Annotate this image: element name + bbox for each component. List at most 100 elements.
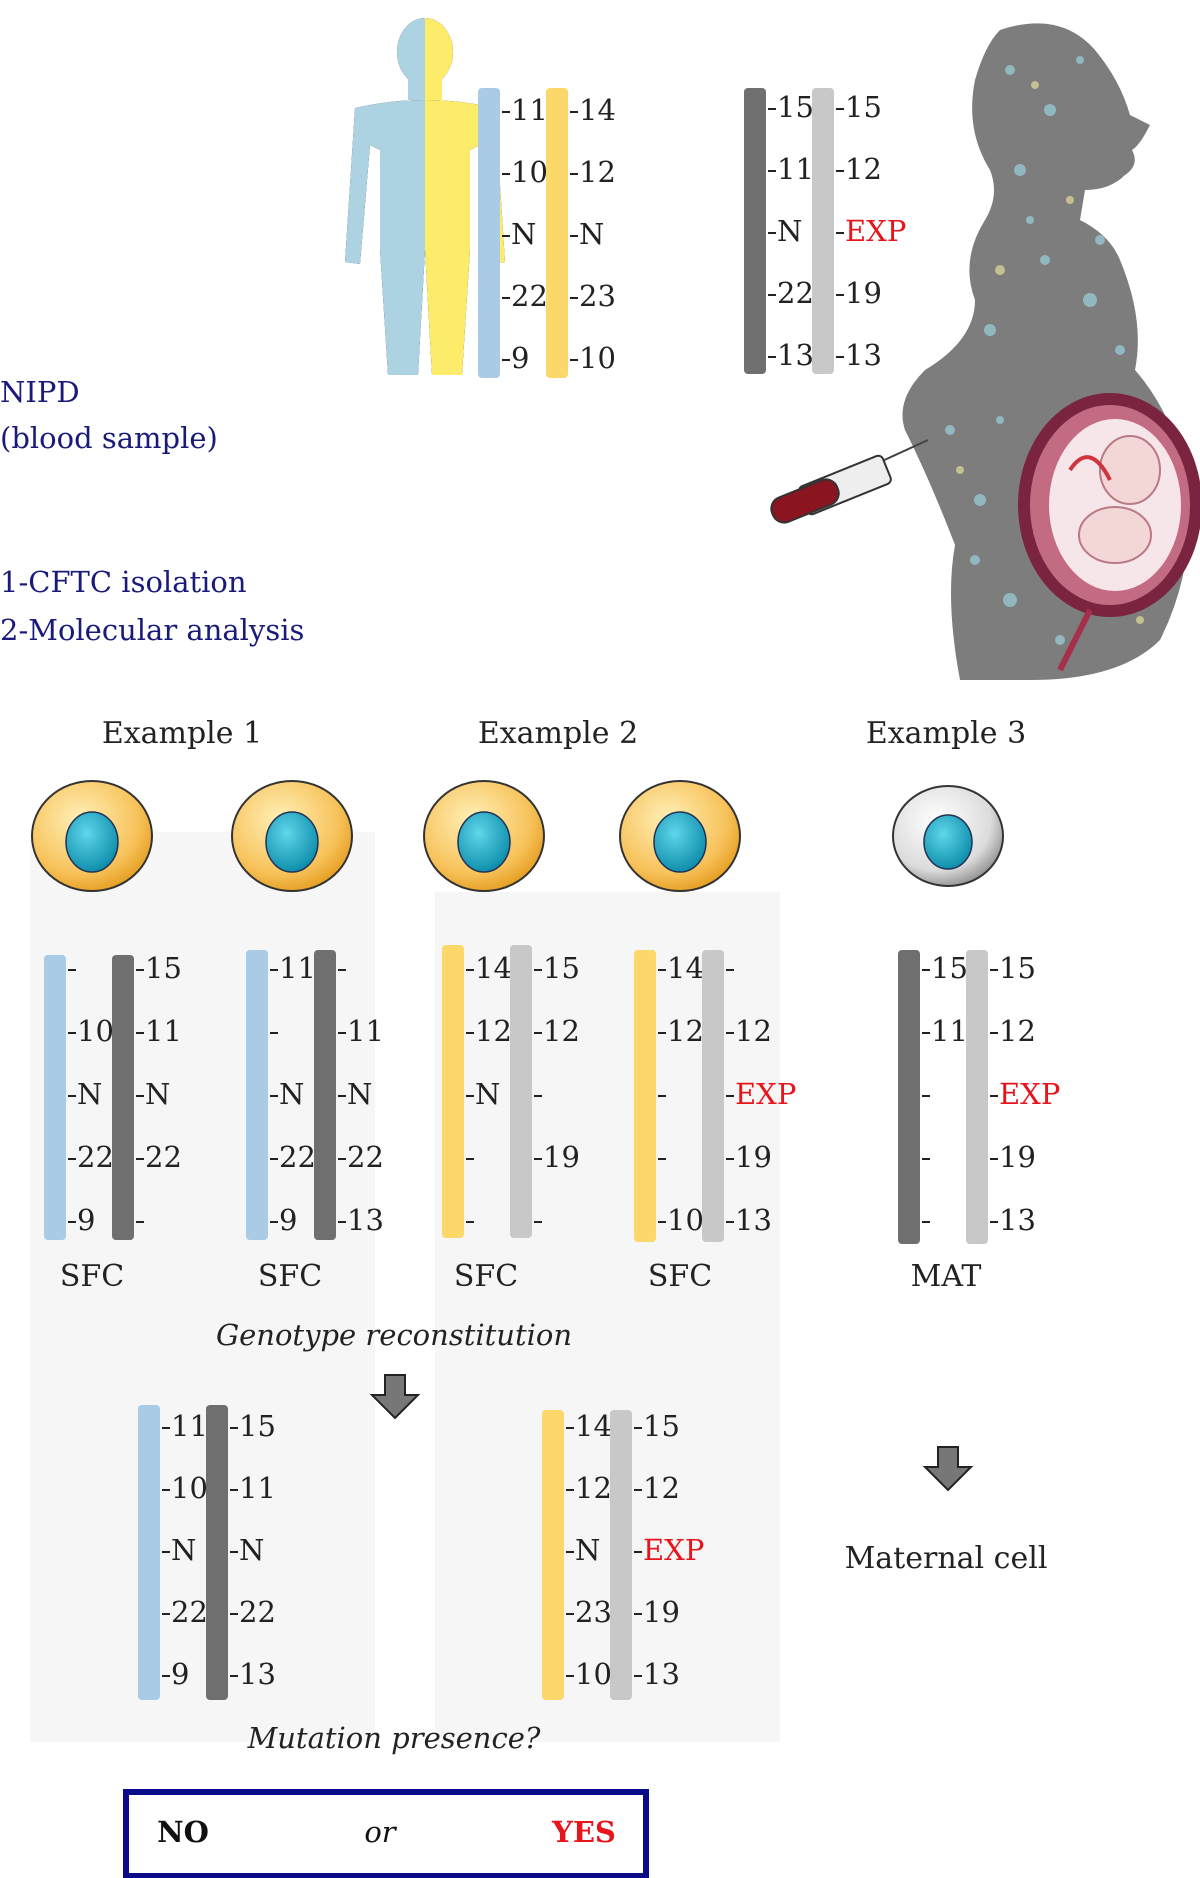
reconstructed-genotype-2-b-marker: 19 <box>643 1595 680 1629</box>
arrow-down-example-1 <box>369 1374 421 1420</box>
cell-label-5: MAT <box>911 1259 982 1294</box>
reconstructed-genotype-1-a-marker: 11 <box>171 1409 208 1443</box>
example-2-cell-1-chromosomes-b-bar <box>510 945 532 1238</box>
example-2-cell-2-chromosomes-a-bar <box>634 950 656 1242</box>
reconstructed-genotype-2-b-marker: EXP <box>643 1533 704 1567</box>
example-1-cell-2-chromosomes-a-marker: 22 <box>279 1140 316 1174</box>
father-chromosomes-a-marker: N <box>511 217 536 251</box>
reconstructed-genotype-1-b-marker: N <box>239 1533 264 1567</box>
example-1-cell-1-chromosomes-b-marker: 22 <box>145 1140 182 1174</box>
example-1-cell-1-chromosomes-a-bar <box>44 955 66 1240</box>
mother-chromosomes-b-marker: EXP <box>845 214 906 248</box>
reconstructed-genotype-2-a-marker: 23 <box>575 1595 612 1629</box>
example-2-cell-2-chromosomes-b-marker: EXP <box>735 1077 796 1111</box>
reconstructed-genotype-2-b-marker: 12 <box>643 1471 680 1505</box>
example-1-cell-2-chromosomes-b-marker: 22 <box>347 1140 384 1174</box>
genotype-reconstitution-label: Genotype reconstitution <box>216 1318 572 1352</box>
example-1-title: Example 1 <box>102 716 262 751</box>
mother-chromosomes-b-marker: 13 <box>845 338 882 372</box>
father-chromosomes-a-bar <box>478 88 500 378</box>
example-3-cell-1-chromosomes-a-bar <box>898 950 920 1244</box>
reconstructed-genotype-2-a-marker: 14 <box>575 1409 612 1443</box>
example-3-cell-1-chromosomes-b-marker: EXP <box>999 1077 1060 1111</box>
reconstructed-genotype-2-b-marker: 15 <box>643 1409 680 1443</box>
answer-yes: YES <box>551 1815 616 1849</box>
example-1-cell-2-chromosomes-b-marker: 13 <box>347 1203 384 1237</box>
fetal-cell-2 <box>231 780 353 892</box>
cell-labels: SFC SFC SFC SFC MAT <box>60 1259 982 1294</box>
father-silhouette <box>345 18 505 375</box>
example-2-cell-2-chromosomes-b-marker: 12 <box>735 1014 772 1048</box>
reconstructed-genotype-2-a-marker: 12 <box>575 1471 612 1505</box>
cell-label-4: SFC <box>648 1259 712 1294</box>
father-chromosomes-b-marker: 23 <box>579 279 616 313</box>
father-chromosomes-a-marker: 11 <box>511 93 548 127</box>
reconstructed-genotype-1-b-marker: 15 <box>239 1409 276 1443</box>
father-chromosomes-a-marker: 9 <box>511 341 529 375</box>
fetal-cell-3 <box>423 780 545 892</box>
arrow-down-example-3 <box>922 1446 974 1492</box>
father-chromosomes-b-marker: 12 <box>579 155 616 189</box>
example-1-cell-1-chromosomes-b-marker: 11 <box>145 1014 182 1048</box>
mother-chromosomes-a-bar <box>744 88 766 374</box>
example-3-cell-1-chromosomes-b-bar <box>966 950 988 1244</box>
father-chromosomes-b-marker: 14 <box>579 93 616 127</box>
mother-chromosomes-a-marker: 15 <box>777 90 814 124</box>
reconstructed-genotype-1-a-bar <box>138 1405 160 1700</box>
reconstructed-genotype-2-b-marker: 13 <box>643 1657 680 1691</box>
mother-chromosomes-b-marker: 12 <box>845 152 882 186</box>
example-1-cell-2-chromosomes-b-bar <box>314 950 336 1240</box>
example-3-cell-1-chromosomes-b-marker: 13 <box>999 1203 1036 1237</box>
example-2-cell-2-chromosomes-a-marker: 14 <box>667 951 704 985</box>
example-1-cell-2-chromosomes-a-marker: 11 <box>279 951 316 985</box>
example-1-cell-1-chromosomes-b-marker: N <box>145 1077 170 1111</box>
cells <box>31 780 1004 892</box>
fetus-in-uterus <box>1018 393 1200 672</box>
reconstructed-genotype-1-a-marker: 22 <box>171 1595 208 1629</box>
example-2-cell-1-chromosomes-b-marker: 12 <box>543 1014 580 1048</box>
down-arrows <box>369 1374 974 1492</box>
answer-or: or <box>364 1815 397 1849</box>
reconstructed-genotype-1-a-marker: 9 <box>171 1657 189 1691</box>
cell-label-3: SFC <box>454 1259 518 1294</box>
answer-box: NO or YES <box>123 1789 649 1878</box>
example-2-cell-2-chromosomes-a-marker: 12 <box>667 1014 704 1048</box>
mother-chromosomes-a-marker: N <box>777 214 802 248</box>
fetal-cell-1 <box>31 780 153 892</box>
father-chromosomes-b-marker: N <box>579 217 604 251</box>
blood-sample-label: (blood sample) <box>0 421 218 455</box>
step-cftc-isolation: 1-CFTC isolation <box>0 565 247 599</box>
intro-text: NIPD (blood sample) 1-CFTC isolation 2-M… <box>0 375 304 647</box>
mother-silhouette <box>770 23 1200 681</box>
example-1-cell-1-chromosomes-b-bar <box>112 955 134 1240</box>
example-2-cell-2-chromosomes-b-marker: 13 <box>735 1203 772 1237</box>
father-chromosomes-a-marker: 10 <box>511 155 548 189</box>
reconstructed-genotype-2-a-bar <box>542 1410 564 1700</box>
example-2-cell-1-chromosomes-b-marker: 19 <box>543 1140 580 1174</box>
reconstructed-genotype-1-b-bar <box>206 1405 228 1700</box>
example-3-cell-1-chromosomes-b-marker: 12 <box>999 1014 1036 1048</box>
example-3-cell-1-chromosomes-b-marker: 15 <box>999 951 1036 985</box>
example-1-cell-1-chromosomes-a-marker: 22 <box>77 1140 114 1174</box>
example-3-cell-1-chromosomes-b-marker: 19 <box>999 1140 1036 1174</box>
cell-label-2: SFC <box>258 1259 322 1294</box>
